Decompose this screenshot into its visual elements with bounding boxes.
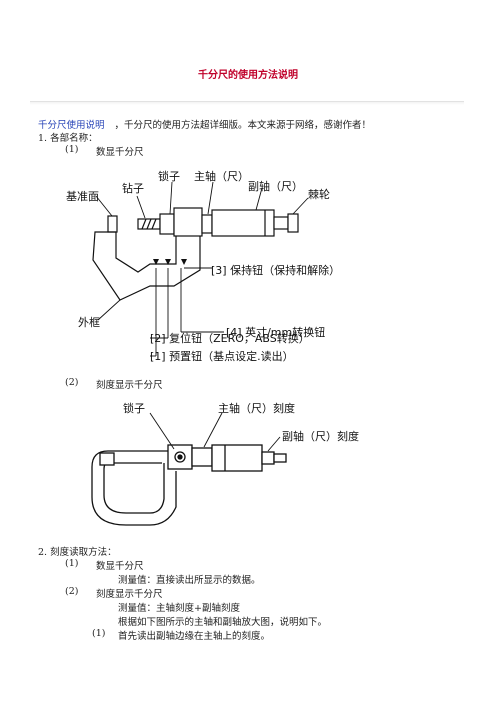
s2-sub-num: (1)	[92, 628, 106, 639]
s1-item2-text: 刻度显示千分尺	[96, 380, 163, 391]
label-zero-button: [2] 复位钮（ZERO，ABS转换）	[150, 331, 310, 345]
fig2-label-thimble-scale: 副轴（尺）刻度	[282, 429, 359, 443]
s1-item1-text: 数显千分尺	[96, 147, 144, 158]
s2-item1-detail: 测量值：直接读出所显示的数据。	[118, 575, 261, 586]
label-anvil: 钻子	[122, 181, 144, 195]
s2-item2-text: 刻度显示千分尺	[96, 589, 163, 600]
document-title: 千分尺的使用方法说明	[198, 70, 298, 81]
s2-sub-text: 首先读出副轴边缘在主轴上的刻度。	[118, 631, 271, 642]
scale-micrometer-figure: 锁子 主轴（尺）刻度 副轴（尺）刻度	[91, 401, 359, 526]
section-2-heading: 2. 刻度读取方法：	[38, 547, 117, 558]
intro-text: ，千分尺的使用方法超详细版。本文来源于网络，感谢作者！	[114, 120, 372, 131]
label-thimble: 副轴（尺）	[248, 179, 303, 193]
fig2-label-spindle-scale: 主轴（尺）刻度	[218, 401, 295, 415]
intro-link[interactable]: 千分尺使用说明	[38, 120, 105, 131]
divider	[30, 101, 464, 102]
label-lock: 锁子	[158, 169, 180, 183]
label-inch-mm-button: [4] 英寸/mm转换钮	[226, 325, 325, 339]
label-ratchet: 棘轮	[308, 187, 330, 201]
s2-item1-num: (1)	[65, 558, 79, 569]
label-preset-button: [1] 预置钮（基点设定.读出）	[150, 349, 294, 363]
s2-item2-detail-2: 根据如下图所示的主轴和副轴放大图，说明如下。	[118, 617, 328, 628]
label-spindle: 主轴（尺）	[194, 169, 249, 183]
s2-item2-detail-1: 测量值：主轴刻度+副轴刻度	[118, 603, 240, 614]
s2-item1-text: 数显千分尺	[96, 561, 144, 572]
fig2-label-lock: 锁子	[123, 401, 145, 415]
divider-shadow	[30, 102, 464, 105]
s1-item1-num: (1)	[65, 144, 79, 155]
label-frame: 外框	[78, 316, 100, 329]
digital-micrometer-figure: 基准面 钻子 锁子 主轴（尺） 副轴（尺） 棘轮 [3] 保持钮（保持和解除） …	[66, 169, 340, 363]
label-hold-button: [3] 保持钮（保持和解除）	[211, 263, 340, 277]
s2-item2-num: (2)	[65, 586, 79, 597]
s1-item2-num: (2)	[65, 377, 79, 388]
intro-line: 千分尺使用说明 ，千分尺的使用方法超详细版。本文来源于网络，感谢作者！	[38, 117, 371, 131]
section-1-heading: 1. 各部名称：	[38, 133, 98, 144]
label-anvil-face: 基准面	[66, 190, 99, 203]
